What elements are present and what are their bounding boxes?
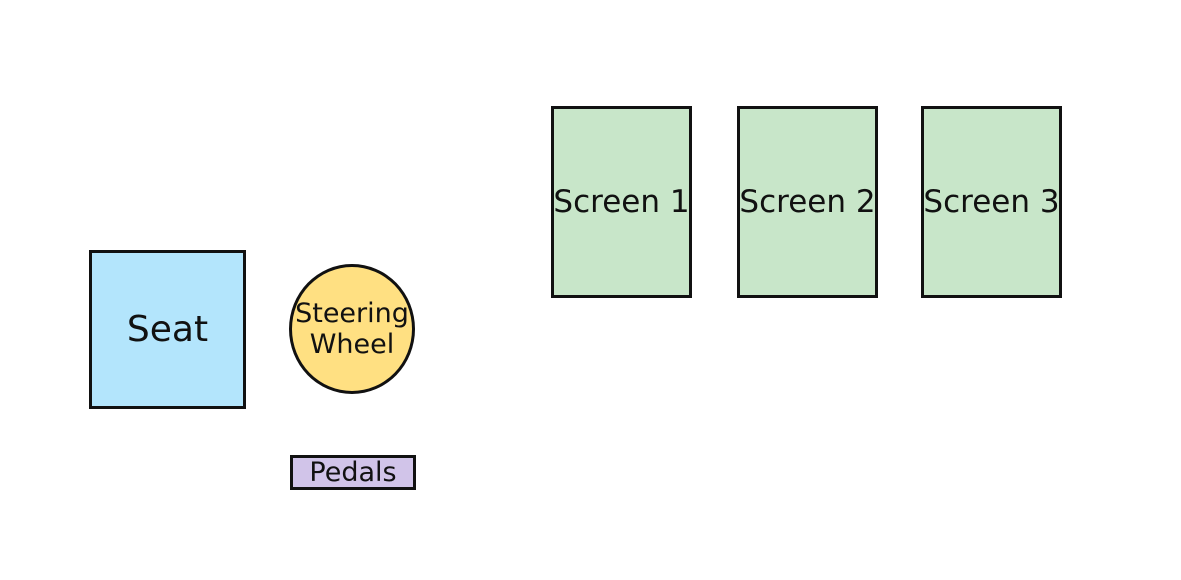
screen-1-label: Screen 1 [553,184,690,220]
screen-3-label: Screen 3 [923,184,1060,220]
seat-label: Seat [126,309,209,350]
screen-2-label: Screen 2 [739,184,876,220]
screen-2-block: Screen 2 [737,106,878,298]
screen-3-block: Screen 3 [921,106,1062,298]
pedals-label: Pedals [309,457,397,488]
pedals-block: Pedals [290,455,416,490]
seat-block: Seat [89,250,246,409]
steering-wheel-circle: Steering Wheel [289,264,415,394]
steering-wheel-label: Steering Wheel [295,298,409,360]
screen-1-block: Screen 1 [551,106,692,298]
